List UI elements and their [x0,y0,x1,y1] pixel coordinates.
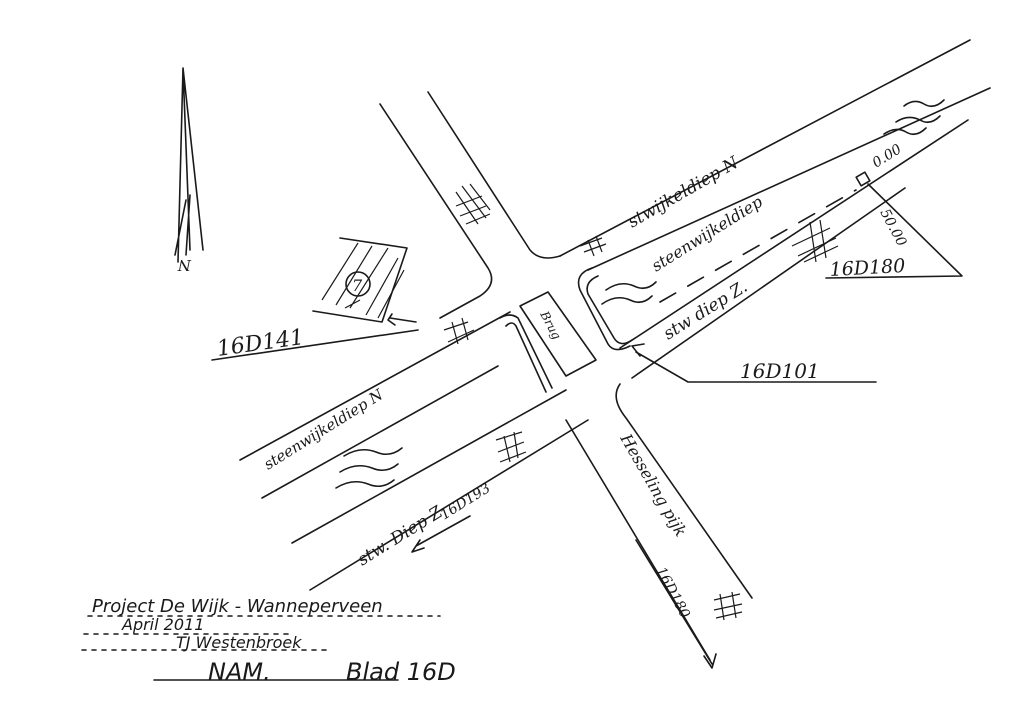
label-steenwijkeldiep-n-left: steenwijkeldiep N [261,385,387,473]
label-160141: 16D141 [215,325,305,362]
label-160180: 16D180 [829,255,906,281]
water-symbols [335,99,945,489]
title-guides [81,615,441,651]
canal-line-8 [309,419,589,591]
title-project: Project De Wijk - Wanneperveen [92,596,383,617]
canal-line-7 [631,187,906,379]
label-160101: 16D101 [740,359,820,383]
canal-line-5 [619,119,969,349]
road-south-east-edge [615,383,753,599]
canal-line-2 [239,311,511,461]
title-sheet: Blad 16D [346,658,456,686]
hatched-triangle: 7 [312,237,408,323]
canal-centerline [659,189,857,303]
plot-number-circle [345,271,371,297]
canal-line-6 [291,389,567,544]
title-author: TJ Westenbroek [176,633,302,652]
title-company: NAM. [208,658,271,686]
label-160193: 16D193 [438,480,494,523]
road-south-west-edge [565,419,711,661]
marker-leader [825,183,963,279]
road-upper-left-west-edge [379,103,493,319]
leader-160101 [631,343,877,383]
canal-line-1 [559,39,971,257]
north-arrow-icon: N [174,67,204,274]
hatch-symbols [443,183,839,621]
arrow-160180-lower [635,539,717,669]
bridge-outline [519,291,597,377]
right-hook-pipe [577,267,633,351]
survey-marker [855,171,871,187]
arrow-160193 [411,515,471,553]
title-date: April 2011 [121,615,204,634]
left-hook-pipe [499,314,553,393]
leader-160141 [211,329,419,361]
north-arrow-label: N [177,256,192,274]
label-160180-lower: 16D180 [652,564,692,621]
label-000: 0.00 [870,141,905,171]
label-50: 50.00 [876,206,909,249]
canal-line-4 [261,365,499,499]
canal-line-3 [587,87,991,271]
road-upper-left-east-edge [427,91,561,259]
plot-number: 7 [352,276,363,295]
arrow-to-triangle [387,313,417,326]
label-stwdiep-z-right: stw diep Z. [660,277,751,344]
